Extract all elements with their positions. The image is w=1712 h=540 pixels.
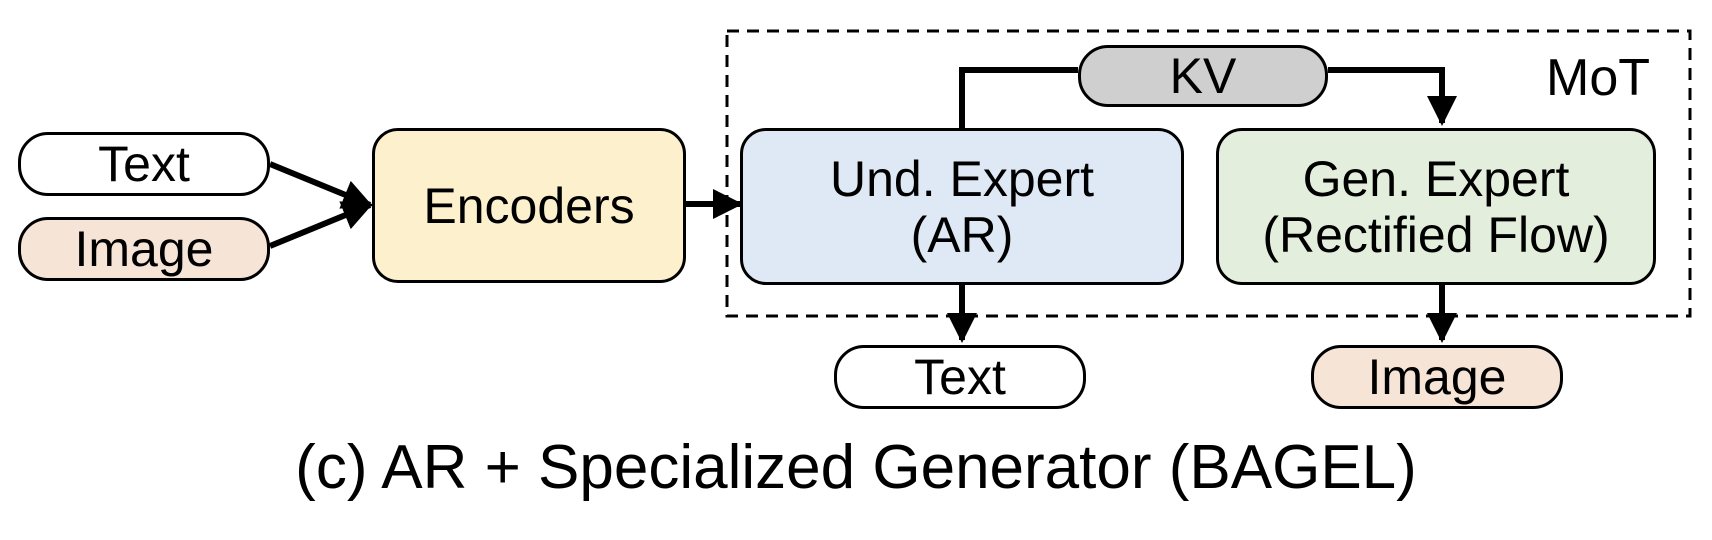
input-image-node: Image	[18, 217, 270, 281]
arrow-text-to-encoders	[268, 161, 373, 209]
und-expert-title: Und. Expert	[829, 150, 1094, 207]
kv-node: KV	[1078, 45, 1328, 107]
input-text-label: Text	[98, 136, 190, 192]
figure-caption: (c) AR + Specialized Generator (BAGEL)	[295, 433, 1417, 502]
encoders-label: Encoders	[423, 177, 635, 234]
gen-expert-title: Gen. Expert	[1302, 150, 1570, 207]
mot-dashed-boundary	[725, 29, 1692, 318]
output-image-node: Image	[1311, 345, 1563, 409]
encoders-node: Encoders	[372, 128, 686, 283]
connector-und-expert-to-kv	[959, 67, 1078, 128]
output-image-label: Image	[1367, 349, 1507, 405]
kv-label: KV	[1169, 48, 1237, 104]
output-text-node: Text	[834, 345, 1086, 409]
arrow-image-to-encoders	[268, 201, 373, 249]
und-expert-node: Und. Expert (AR)	[740, 128, 1184, 285]
output-text-label: Text	[914, 349, 1006, 405]
mot-label: MoT	[1546, 49, 1650, 107]
arrow-kv-to-gen-expert	[1328, 67, 1457, 126]
und-expert-subtitle: (AR)	[910, 206, 1014, 263]
gen-expert-subtitle: (Rectified Flow)	[1262, 206, 1610, 263]
gen-expert-node: Gen. Expert (Rectified Flow)	[1216, 128, 1656, 285]
input-image-label: Image	[74, 221, 214, 277]
input-text-node: Text	[18, 132, 270, 196]
